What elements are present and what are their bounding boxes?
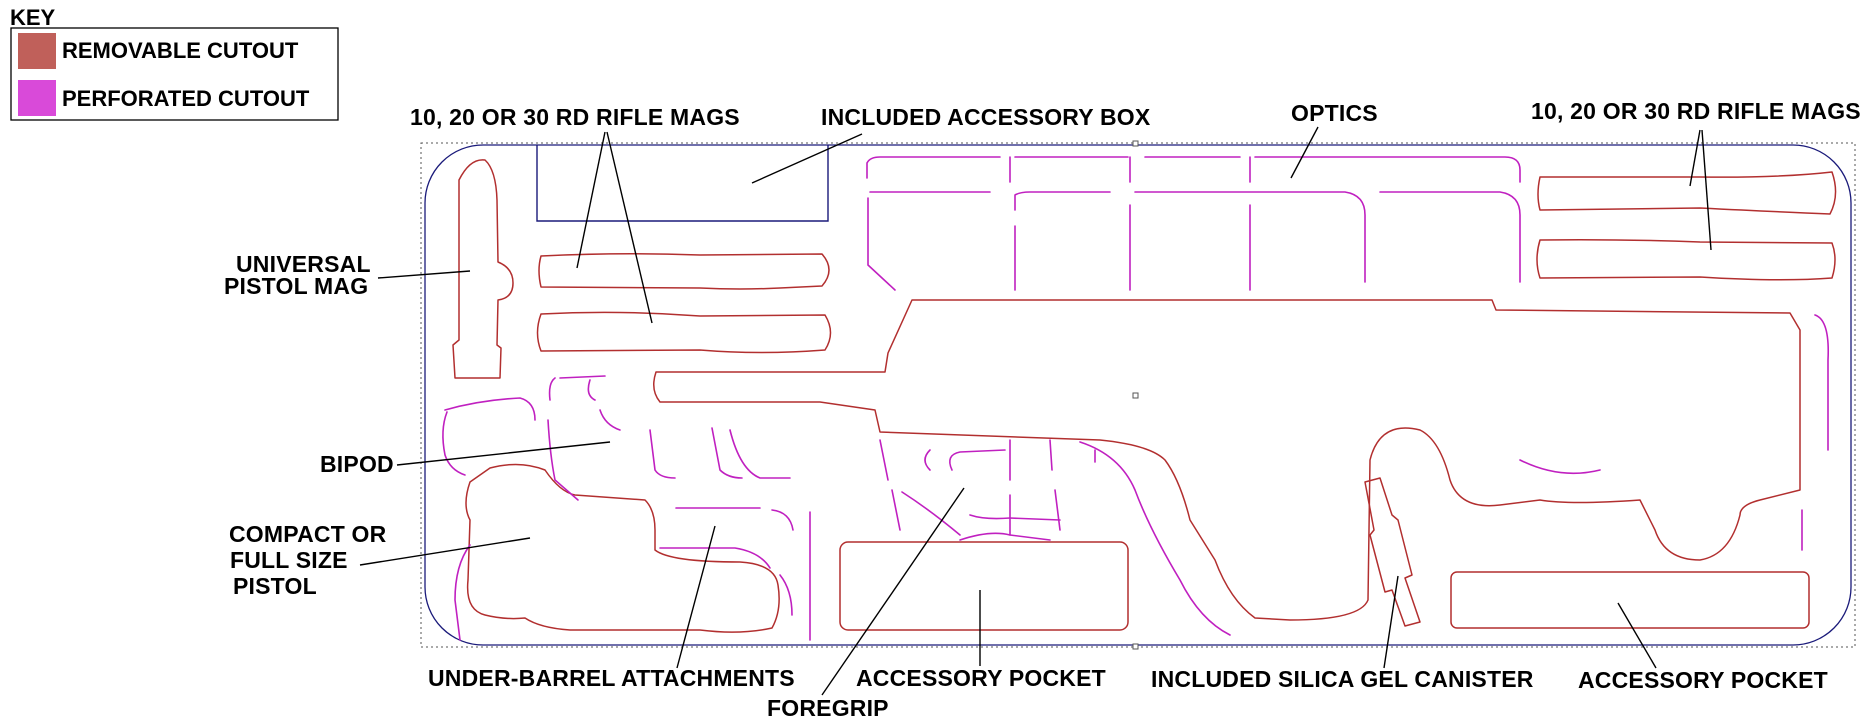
optics-perf-mid-2	[1014, 191, 1111, 211]
label-optics: OPTICS	[1291, 100, 1378, 126]
key-title: KEY	[10, 5, 56, 30]
bipod-perf-inner	[547, 419, 579, 501]
handle-center	[1132, 392, 1139, 399]
bipod-perf-e	[649, 429, 676, 479]
removable-swatch	[18, 33, 56, 69]
rifle-mag-left-1	[538, 252, 830, 290]
rifle-mag-left-2	[536, 311, 832, 354]
label-accessory-pocket-left: ACCESSORY POCKET	[856, 665, 1106, 691]
foregrip-perf-4	[924, 449, 931, 471]
bipod-perf-top	[444, 397, 536, 421]
foregrip-perf-9	[1054, 489, 1061, 531]
optics-perf-top-1	[866, 156, 1001, 179]
pistol-perf-left	[454, 544, 471, 641]
perforated-cutouts	[442, 156, 1830, 641]
key-box	[10, 27, 339, 121]
rifle-mag-right-1	[1537, 171, 1837, 215]
leader-pistol	[359, 537, 531, 566]
bipod-perf-c	[587, 379, 596, 401]
label-rifle-mags-right: 10, 20 OR 30 RD RIFLE MAGS	[1531, 98, 1861, 124]
label-pistol-line2: FULL SIZE	[230, 547, 348, 573]
case	[420, 140, 1856, 650]
optics-perf-top-4	[1254, 156, 1521, 183]
key-removable-label: REMOVABLE CUTOUT	[62, 38, 299, 63]
stock-perf-right	[1814, 314, 1830, 451]
key: KEY REMOVABLE CUTOUT PERFORATED CUTOUT	[10, 5, 339, 121]
removable-cutouts	[452, 159, 1837, 633]
optics-perf-left	[867, 197, 896, 291]
foregrip-perf-13	[959, 532, 1051, 541]
foregrip-perf-2	[891, 489, 901, 531]
label-pistol-line3: PISTOL	[233, 573, 317, 599]
foregrip-perf-3	[901, 491, 961, 536]
foregrip-perf-11	[1079, 441, 1231, 636]
stock-perf-a	[1519, 459, 1601, 475]
label-silica-gel: INCLUDED SILICA GEL CANISTER	[1151, 666, 1534, 692]
label-bipod: BIPOD	[320, 451, 394, 477]
rifle-cutout	[653, 299, 1801, 621]
label-pistol-mag-line1: UNIVERSAL	[236, 251, 371, 277]
bipod-perf-b	[559, 375, 606, 379]
leader-accessory-box	[751, 133, 863, 184]
accessory-box-outline	[536, 145, 829, 222]
leader-foregrip	[821, 487, 965, 696]
pistol-cutout	[465, 463, 780, 633]
silica-gel-cutout	[1364, 477, 1421, 627]
leader-rifle-mags-right-b	[1701, 129, 1712, 251]
label-under-barrel: UNDER-BARREL ATTACHMENTS	[428, 665, 795, 691]
leader-lines	[359, 126, 1712, 696]
label-accessory-pocket-right: ACCESSORY POCKET	[1578, 667, 1828, 693]
label-rifle-mags-left: 10, 20 OR 30 RD RIFLE MAGS	[410, 104, 740, 130]
label-pistol-line1: COMPACT OR	[229, 521, 387, 547]
leader-accessory-pocket-right	[1617, 602, 1657, 669]
underbarrel-perf-right	[771, 509, 794, 531]
foregrip-perf-8	[1049, 439, 1053, 471]
leader-rifle-mags-left-b	[606, 131, 653, 324]
accessory-pocket-left-cutout	[839, 541, 1129, 631]
labels: 10, 20 OR 30 RD RIFLE MAGS INCLUDED ACCE…	[224, 98, 1861, 720]
leader-rifle-mags-left-a	[576, 131, 606, 269]
perforated-swatch	[18, 80, 56, 116]
foregrip-perf-1	[879, 439, 889, 481]
label-accessory-box: INCLUDED ACCESSORY BOX	[821, 104, 1151, 130]
bipod-perf-a	[548, 377, 556, 401]
bipod-perf-left	[442, 411, 466, 476]
bipod-perf-f	[711, 427, 743, 479]
underbarrel-perf-low	[779, 574, 793, 616]
foregrip-perf-5	[949, 449, 1006, 471]
bipod-perf-d	[599, 409, 621, 431]
key-perforated-label: PERFORATED CUTOUT	[62, 86, 310, 111]
rifle-mag-right-2	[1536, 239, 1836, 281]
handle-top	[1132, 140, 1139, 147]
leader-silica-gel	[1383, 575, 1399, 669]
foregrip-perf-10	[969, 514, 1061, 521]
underbarrel-perf-mid	[659, 547, 771, 569]
handle-bottom	[1132, 643, 1139, 650]
leader-rifle-mags-right-a	[1689, 129, 1701, 187]
label-pistol-mag-line2: PISTOL MAG	[224, 273, 368, 299]
label-foregrip: FOREGRIP	[767, 695, 889, 720]
leader-bipod	[396, 441, 611, 466]
pistol-mag-cutout	[452, 159, 514, 379]
accessory-pocket-right-cutout	[1450, 571, 1810, 629]
leader-under-barrel	[676, 525, 716, 669]
optics-perf-mid-4	[1379, 191, 1521, 283]
leader-pistol-mag	[377, 270, 471, 279]
leader-optics	[1290, 126, 1319, 179]
optics-perf-mid-3	[1134, 191, 1366, 283]
bipod-perf-g	[729, 429, 791, 479]
